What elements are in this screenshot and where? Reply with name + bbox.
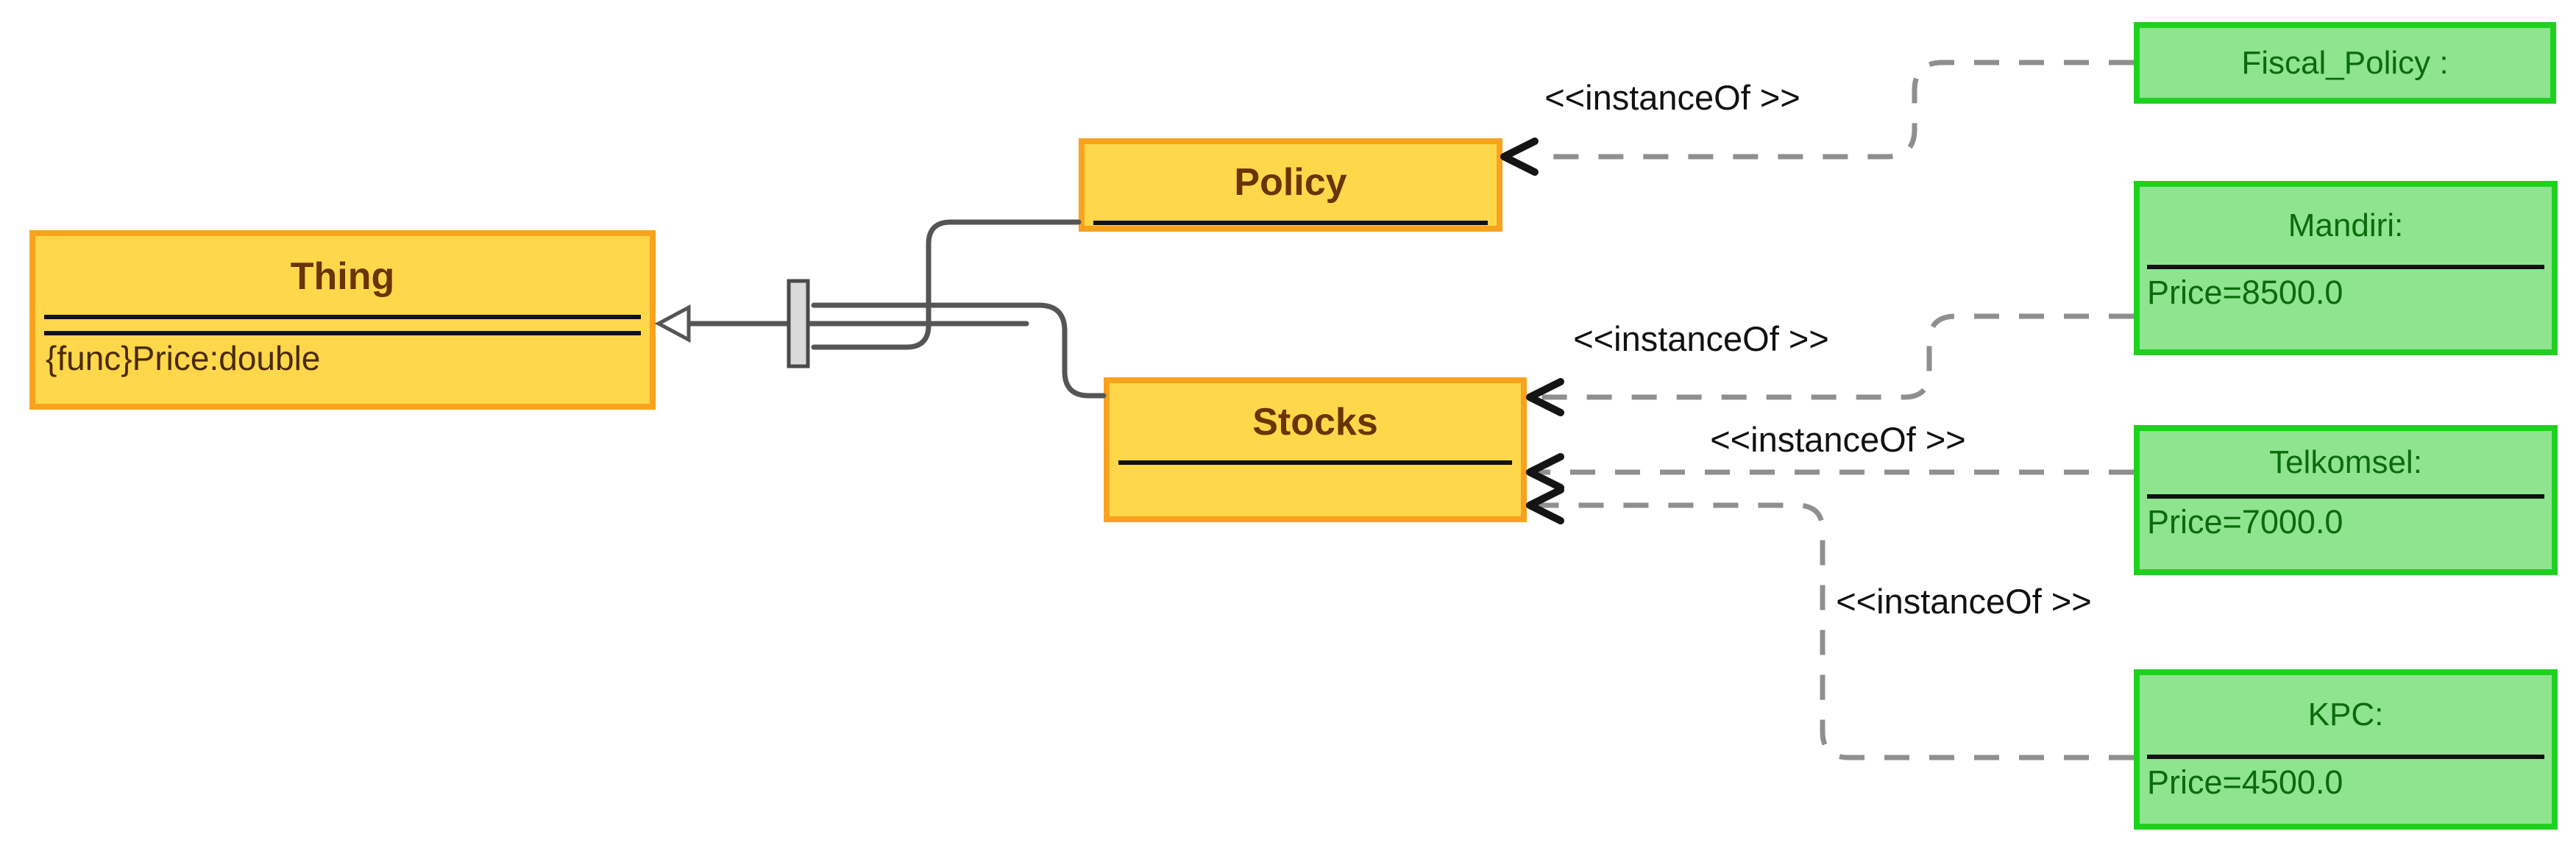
open-arrowhead-icon <box>1526 453 1564 491</box>
open-arrowhead-icon <box>1526 378 1564 416</box>
junction-bar <box>787 279 810 368</box>
compartment-separator <box>2147 265 2544 269</box>
instanceof-edge-kpc <box>1536 502 2134 760</box>
class-node-thing: Thing {func}Price:double <box>29 230 656 410</box>
generalization-stocks-line <box>811 302 1107 399</box>
compartment-separator <box>44 331 641 335</box>
class-title-stocks: Stocks <box>1252 400 1378 443</box>
instance-title-kpc: KPC: <box>2307 696 2384 733</box>
instanceof-label-fiscal-policy: <<instanceOf >> <box>1544 78 1800 117</box>
compartment-separator <box>1093 221 1488 225</box>
class-attribute-price: {func}Price:double <box>46 339 321 377</box>
instance-node-kpc: KPC: Price=4500.0 <box>2134 669 2558 830</box>
instanceof-label-kpc: <<instanceOf >> <box>1836 582 2092 621</box>
class-title-thing: Thing <box>290 255 395 298</box>
instance-node-telkomsel: Telkomsel: Price=7000.0 <box>2134 425 2558 575</box>
instanceof-edge-fiscal-policy <box>1540 60 2134 160</box>
instance-title-mandiri: Mandiri: <box>2288 207 2404 243</box>
instanceof-edge-mandiri <box>1536 313 2134 400</box>
inheritance-triangle-icon <box>654 304 691 343</box>
generalization-policy-line <box>811 219 1082 350</box>
instance-attribute-mandiri-price: Price=8500.0 <box>2147 274 2343 311</box>
class-node-stocks: Stocks <box>1104 377 1527 522</box>
instance-title-fiscal-policy: Fiscal_Policy : <box>2241 44 2449 81</box>
open-arrowhead-icon <box>1500 138 1539 176</box>
instance-attribute-kpc-price: Price=4500.0 <box>2147 763 2343 801</box>
instance-title-telkomsel: Telkomsel: <box>2269 444 2422 480</box>
compartment-separator <box>2147 755 2544 759</box>
compartment-separator <box>44 315 641 319</box>
instanceof-label-telkomsel: <<instanceOf >> <box>1710 420 1966 459</box>
instance-attribute-telkomsel-price: Price=7000.0 <box>2147 503 2343 541</box>
instance-node-fiscal-policy: Fiscal_Policy : <box>2134 22 2556 104</box>
compartment-separator <box>2147 494 2544 499</box>
compartment-separator <box>1118 460 1512 465</box>
instanceof-label-mandiri: <<instanceOf >> <box>1573 319 1829 358</box>
class-node-policy: Policy <box>1079 138 1502 232</box>
instance-node-mandiri: Mandiri: Price=8500.0 <box>2134 181 2558 355</box>
class-title-policy: Policy <box>1234 161 1347 204</box>
open-arrowhead-icon <box>1526 486 1564 524</box>
